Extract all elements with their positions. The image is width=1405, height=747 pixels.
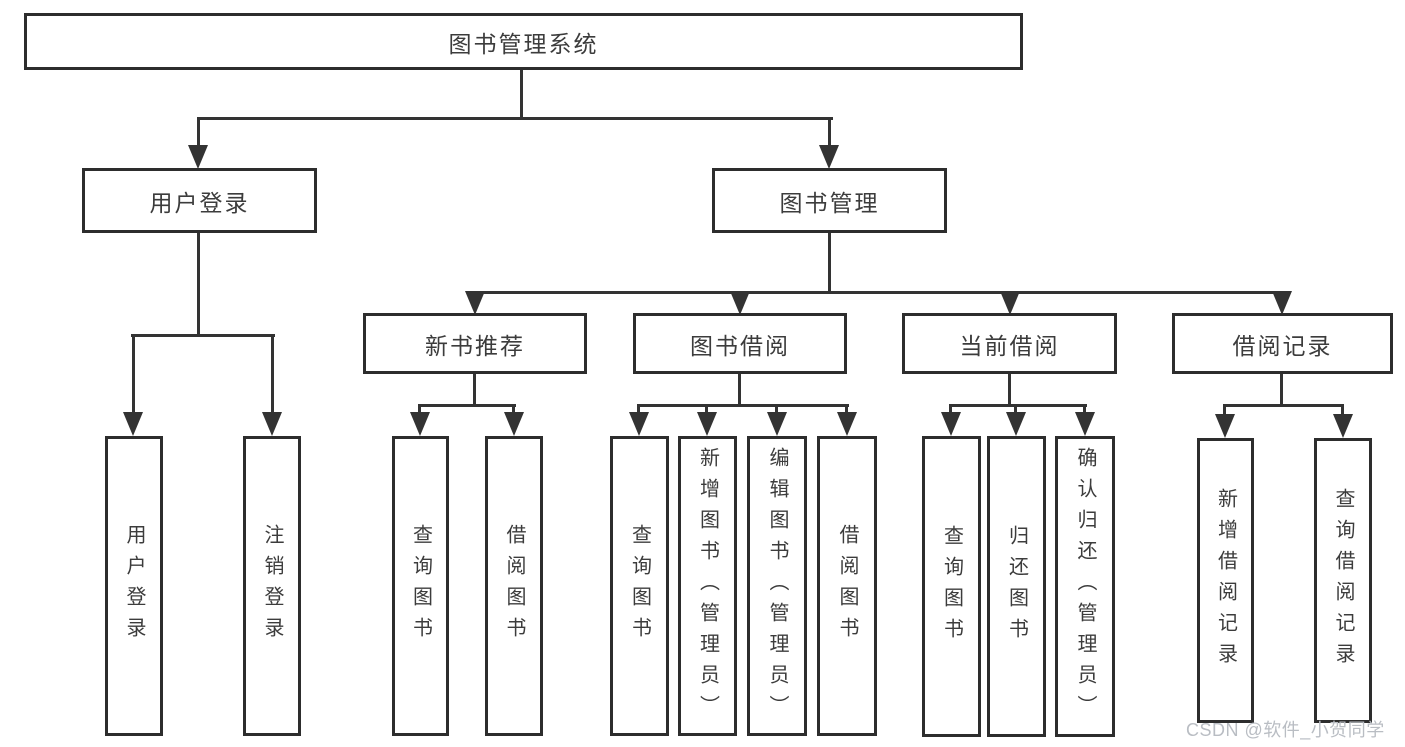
arrow-current-borrow xyxy=(1000,291,1020,315)
arrow-g5-2 xyxy=(1333,414,1353,438)
node-borrow-records-label: 借阅记录 xyxy=(1232,332,1333,359)
node-leaf-edit-book-admin-label: 编辑图书（管理员） xyxy=(766,446,788,726)
arrow-logout-leaf xyxy=(262,412,282,436)
connector-book-borrow-stem xyxy=(738,374,741,405)
node-leaf-query-books-borrow: 查询图书 xyxy=(610,436,669,736)
node-leaf-add-borrow-record-label: 新增借阅记录 xyxy=(1214,487,1237,674)
arrow-new-book-recommend xyxy=(465,291,485,315)
arrow-g4-2 xyxy=(1006,412,1026,436)
connector-drop-g4-2 xyxy=(1014,404,1017,416)
node-leaf-borrow-books-recommend-label: 借阅图书 xyxy=(503,524,525,648)
connector-new-book-stem xyxy=(473,374,476,405)
arrow-book-borrow xyxy=(730,291,750,315)
arrow-g3-1 xyxy=(629,412,649,436)
arrow-g3-4 xyxy=(837,412,857,436)
connector-user-login-split xyxy=(131,334,275,337)
node-book-borrow-label: 图书借阅 xyxy=(690,332,790,359)
node-user-login-label: 用户登录 xyxy=(149,189,250,216)
node-book-management-label: 图书管理 xyxy=(779,189,880,216)
node-leaf-query-borrow-record: 查询借阅记录 xyxy=(1314,438,1372,723)
arrow-g4-1 xyxy=(941,412,961,436)
connector-drop-g2-1 xyxy=(418,404,421,416)
node-borrow-records: 借阅记录 xyxy=(1172,313,1393,374)
arrow-user-login xyxy=(188,145,208,169)
node-leaf-add-book-admin-label: 新增图书（管理员） xyxy=(696,446,719,726)
node-leaf-query-books-recommend-label: 查询图书 xyxy=(409,524,432,648)
connector-book-management-stem xyxy=(828,233,831,293)
arrow-book-management xyxy=(819,145,839,169)
arrow-g3-3 xyxy=(767,412,787,436)
connector-drop-user-login xyxy=(197,117,200,147)
arrow-borrow-records xyxy=(1272,291,1292,315)
node-leaf-return-books: 归还图书 xyxy=(987,436,1046,737)
arrow-g5-1 xyxy=(1215,414,1235,438)
node-leaf-borrow-books: 借阅图书 xyxy=(817,436,877,736)
connector-drop-book-management xyxy=(828,117,831,147)
node-book-management: 图书管理 xyxy=(712,168,947,233)
node-leaf-query-books-current: 查询图书 xyxy=(922,436,981,737)
node-root-label: 图书管理系统 xyxy=(448,30,599,57)
node-root: 图书管理系统 xyxy=(24,13,1023,70)
arrow-g3-2 xyxy=(697,412,717,436)
node-leaf-add-book-admin: 新增图书（管理员） xyxy=(678,436,737,736)
connector-root-split xyxy=(197,117,833,120)
node-leaf-edit-book-admin: 编辑图书（管理员） xyxy=(747,436,807,736)
connector-borrow-records-split xyxy=(1224,404,1344,407)
connector-drop-g3-4 xyxy=(845,404,848,416)
node-leaf-query-books-recommend: 查询图书 xyxy=(392,436,449,736)
connector-drop-g3-2 xyxy=(705,404,708,416)
arrow-g2-2 xyxy=(504,412,524,436)
node-leaf-user-login-label: 用户登录 xyxy=(123,524,145,648)
node-leaf-return-books-label: 归还图书 xyxy=(1005,524,1028,649)
node-current-borrow-label: 当前借阅 xyxy=(959,332,1060,359)
node-leaf-borrow-books-label: 借阅图书 xyxy=(836,524,858,648)
node-leaf-user-login: 用户登录 xyxy=(105,436,163,736)
connector-drop-g3-1 xyxy=(637,404,640,416)
node-leaf-query-borrow-record-label: 查询借阅记录 xyxy=(1332,487,1354,674)
arrow-login-leaf xyxy=(123,412,143,436)
connector-root-stem xyxy=(520,70,523,119)
connector-current-borrow-split xyxy=(950,404,1087,407)
node-leaf-borrow-books-recommend: 借阅图书 xyxy=(485,436,543,736)
connector-borrow-records-stem xyxy=(1280,374,1283,405)
connector-drop-logout-leaf xyxy=(271,334,274,414)
connector-user-login-stem xyxy=(197,233,200,336)
arrow-g4-3 xyxy=(1075,412,1095,436)
node-leaf-confirm-return-admin: 确认归还（管理员） xyxy=(1055,436,1115,737)
node-leaf-query-books-current-label: 查询图书 xyxy=(940,524,963,649)
connector-drop-g2-2 xyxy=(512,404,515,416)
connector-drop-login-leaf xyxy=(132,334,135,414)
watermark: CSDN @软件_小贺同学 xyxy=(1186,720,1385,740)
connector-drop-g4-1 xyxy=(949,404,952,416)
node-leaf-add-borrow-record: 新增借阅记录 xyxy=(1197,438,1254,723)
connector-drop-g4-3 xyxy=(1083,404,1086,416)
node-user-login: 用户登录 xyxy=(82,168,317,233)
node-current-borrow: 当前借阅 xyxy=(902,313,1117,374)
node-new-book-recommend-label: 新书推荐 xyxy=(425,332,525,359)
connector-drop-g5-1 xyxy=(1223,404,1226,418)
node-leaf-confirm-return-admin-label: 确认归还（管理员） xyxy=(1074,447,1096,726)
node-leaf-query-books-borrow-label: 查询图书 xyxy=(628,524,651,648)
node-book-borrow: 图书借阅 xyxy=(633,313,847,374)
node-new-book-recommend: 新书推荐 xyxy=(363,313,587,374)
connector-new-book-split xyxy=(419,404,516,407)
connector-drop-g5-2 xyxy=(1341,404,1344,418)
connector-level2-split xyxy=(473,291,1285,294)
connector-book-borrow-split xyxy=(637,404,849,407)
node-leaf-logout-label: 注销登录 xyxy=(261,524,283,648)
connector-current-borrow-stem xyxy=(1008,374,1011,405)
node-leaf-logout: 注销登录 xyxy=(243,436,301,736)
arrow-g2-1 xyxy=(410,412,430,436)
connector-drop-g3-3 xyxy=(775,404,778,416)
